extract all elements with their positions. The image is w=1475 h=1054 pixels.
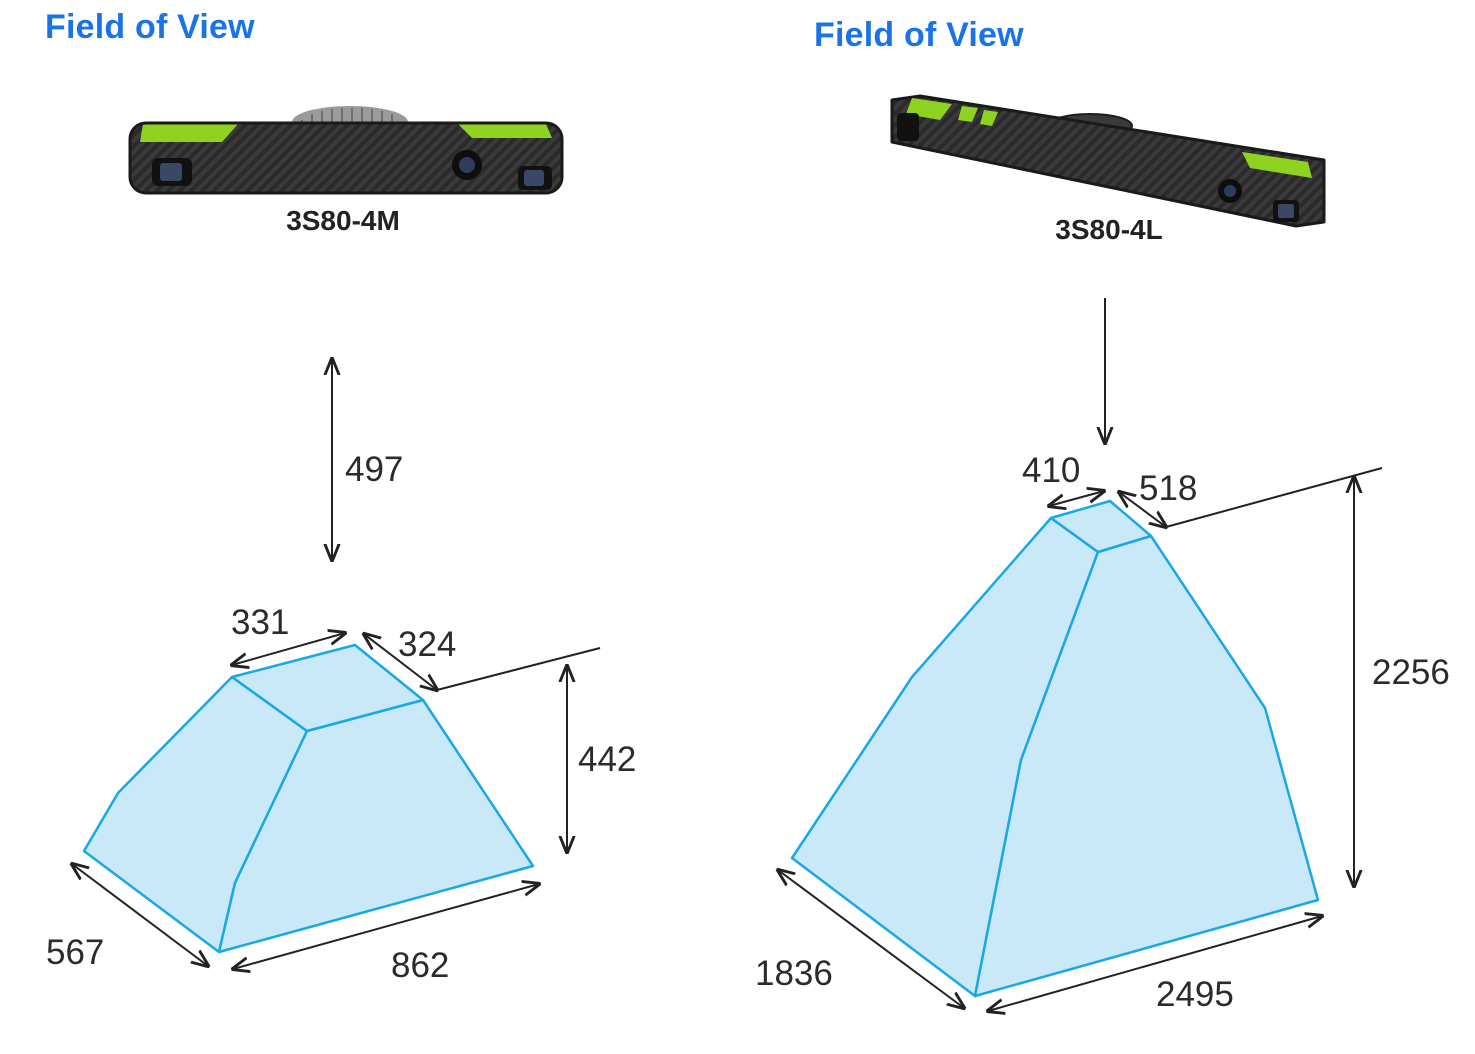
fov-panel-3s80-4l: Field of View	[740, 0, 1475, 1054]
extension-line-top	[1165, 467, 1383, 528]
dim-line-far-depth	[72, 864, 208, 966]
camera-image-3s80-4m	[128, 106, 564, 195]
fov-panel-3s80-4m: Field of View	[0, 8, 637, 1054]
model-label: 3S80-4L	[1055, 214, 1163, 245]
dim-far-width-label: 2495	[1156, 975, 1234, 1014]
dim-far-depth-label: 1836	[755, 954, 833, 993]
dim-near-depth-label: 518	[1139, 469, 1198, 508]
section-title: Field of View	[45, 8, 255, 46]
fov-volume-3s80-4m	[82, 643, 535, 954]
section-title: Field of View	[814, 16, 1024, 54]
dim-line-near-width	[1049, 491, 1104, 506]
fov-drawing-right	[740, 94, 1383, 1054]
dim-near-depth-label: 324	[398, 625, 457, 664]
dimension-lines-left	[72, 359, 601, 969]
dim-line-far-depth	[778, 870, 964, 1008]
dim-near-width-label: 410	[1022, 451, 1081, 490]
dim-line-near-width	[232, 633, 345, 665]
camera-image-3s80-4l	[890, 94, 1326, 228]
dim-far-width-label: 862	[391, 946, 450, 985]
model-label: 3S80-4M	[286, 205, 400, 236]
dim-line-near-depth	[1119, 492, 1166, 527]
dim-line-far-width	[233, 884, 539, 969]
fov-volume-3s80-4l	[790, 499, 1320, 998]
fov-drawing-left	[0, 106, 601, 1054]
dimension-lines-right	[778, 298, 1383, 1011]
dim-line-near-depth	[364, 634, 437, 690]
dim-near-width-label: 331	[231, 603, 290, 642]
dim-far-depth-label: 567	[46, 933, 105, 972]
dim-line-far-width	[988, 916, 1322, 1011]
extension-line-top	[436, 647, 601, 691]
dim-height-label: 442	[578, 740, 637, 779]
dim-distance-label: 497	[345, 450, 404, 489]
dim-height-label: 2256	[1372, 653, 1450, 692]
